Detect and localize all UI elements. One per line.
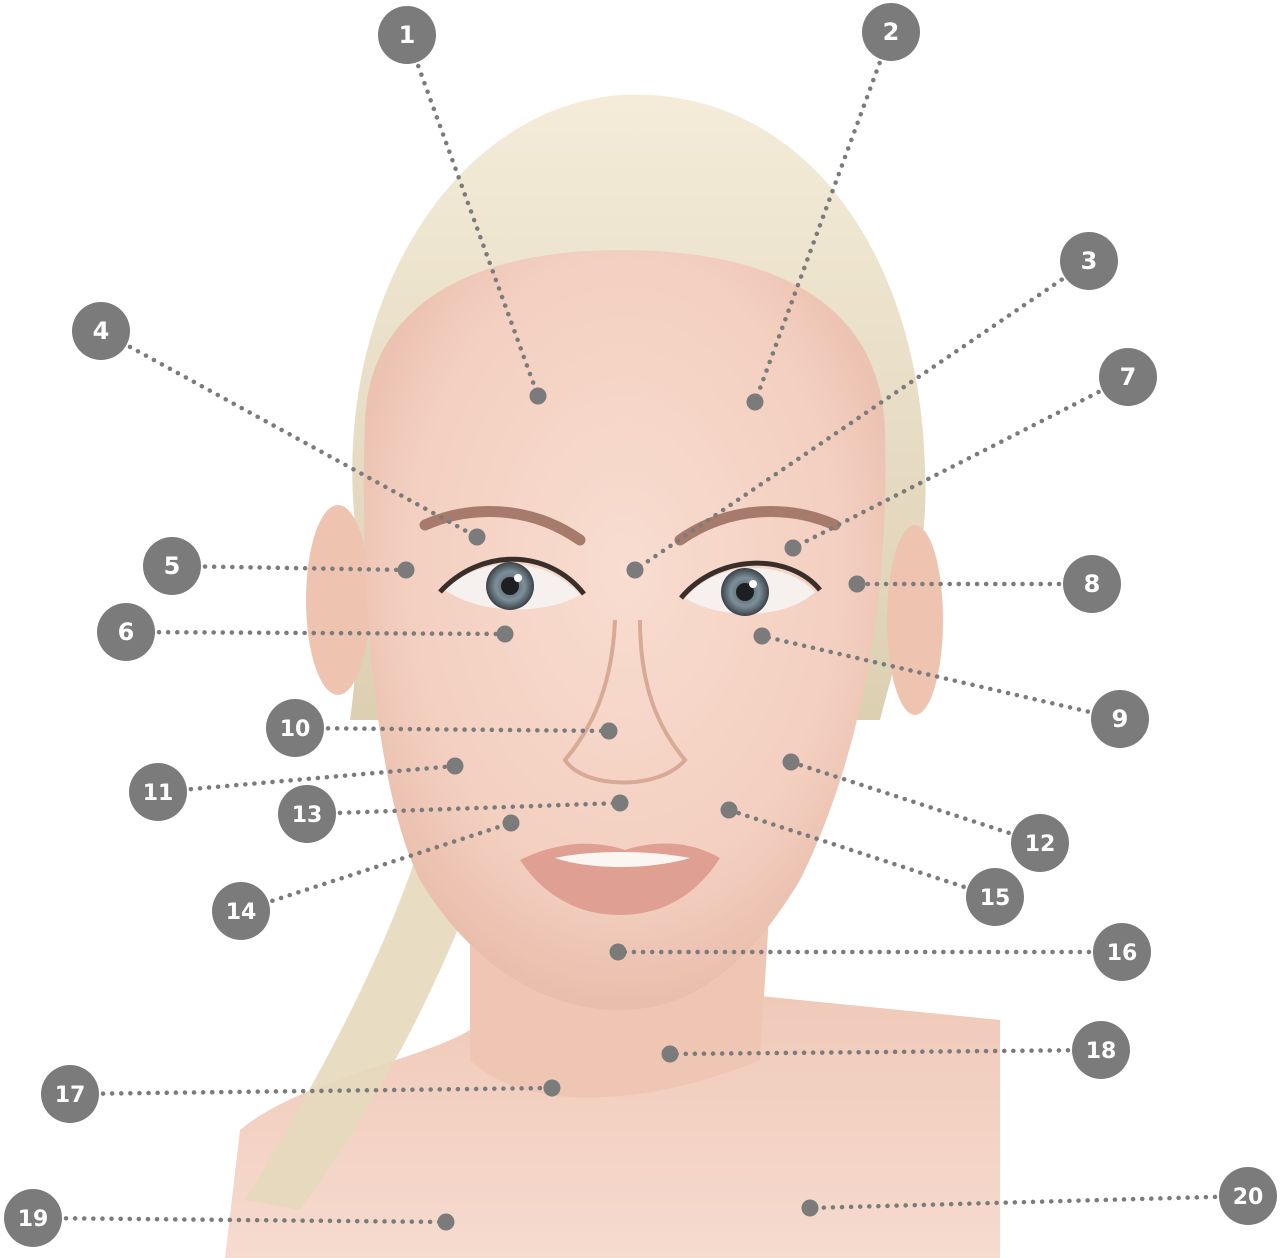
point-dot-4 [469,529,486,546]
point-dot-3 [627,562,644,579]
badge-label-4: 4 [93,317,110,345]
point-dot-17 [544,1080,561,1097]
badge-label-9: 9 [1112,705,1129,733]
point-dot-9 [754,628,771,645]
badge-label-6: 6 [118,618,135,646]
badge-label-19: 19 [18,1207,49,1232]
point-dot-2 [747,394,764,411]
point-dot-18 [662,1046,679,1063]
point-dot-13 [612,795,629,812]
badge-label-7: 7 [1120,363,1137,391]
point-dot-7 [785,540,802,557]
point-dot-20 [802,1200,819,1217]
right-ear-shape [887,525,943,715]
badge-label-13: 13 [292,803,323,828]
badge-label-3: 3 [1081,247,1098,275]
badge-label-1: 1 [399,21,416,49]
badge-label-8: 8 [1084,570,1101,598]
badge-label-17: 17 [55,1083,86,1108]
badge-label-16: 16 [1107,941,1138,966]
point-dot-8 [849,576,866,593]
point-dot-14 [503,815,520,832]
point-dot-5 [398,562,415,579]
point-dot-19 [438,1214,455,1231]
badge-label-2: 2 [883,18,900,46]
badge-label-10: 10 [280,717,311,742]
point-dot-15 [721,802,738,819]
left-ear-shape [306,505,370,695]
badge-label-18: 18 [1086,1039,1117,1064]
badge-label-14: 14 [226,900,257,925]
badge-label-12: 12 [1025,832,1056,857]
point-dot-10 [601,723,618,740]
point-dot-1 [530,388,547,405]
badge-label-11: 11 [143,781,174,806]
badge-label-5: 5 [164,552,181,580]
point-dot-11 [447,758,464,775]
point-dot-16 [610,944,627,961]
badge-label-15: 15 [980,886,1011,911]
point-dot-12 [783,754,800,771]
portrait-illustration [225,95,1000,1258]
point-dot-6 [497,626,514,643]
badge-label-20: 20 [1233,1185,1264,1210]
